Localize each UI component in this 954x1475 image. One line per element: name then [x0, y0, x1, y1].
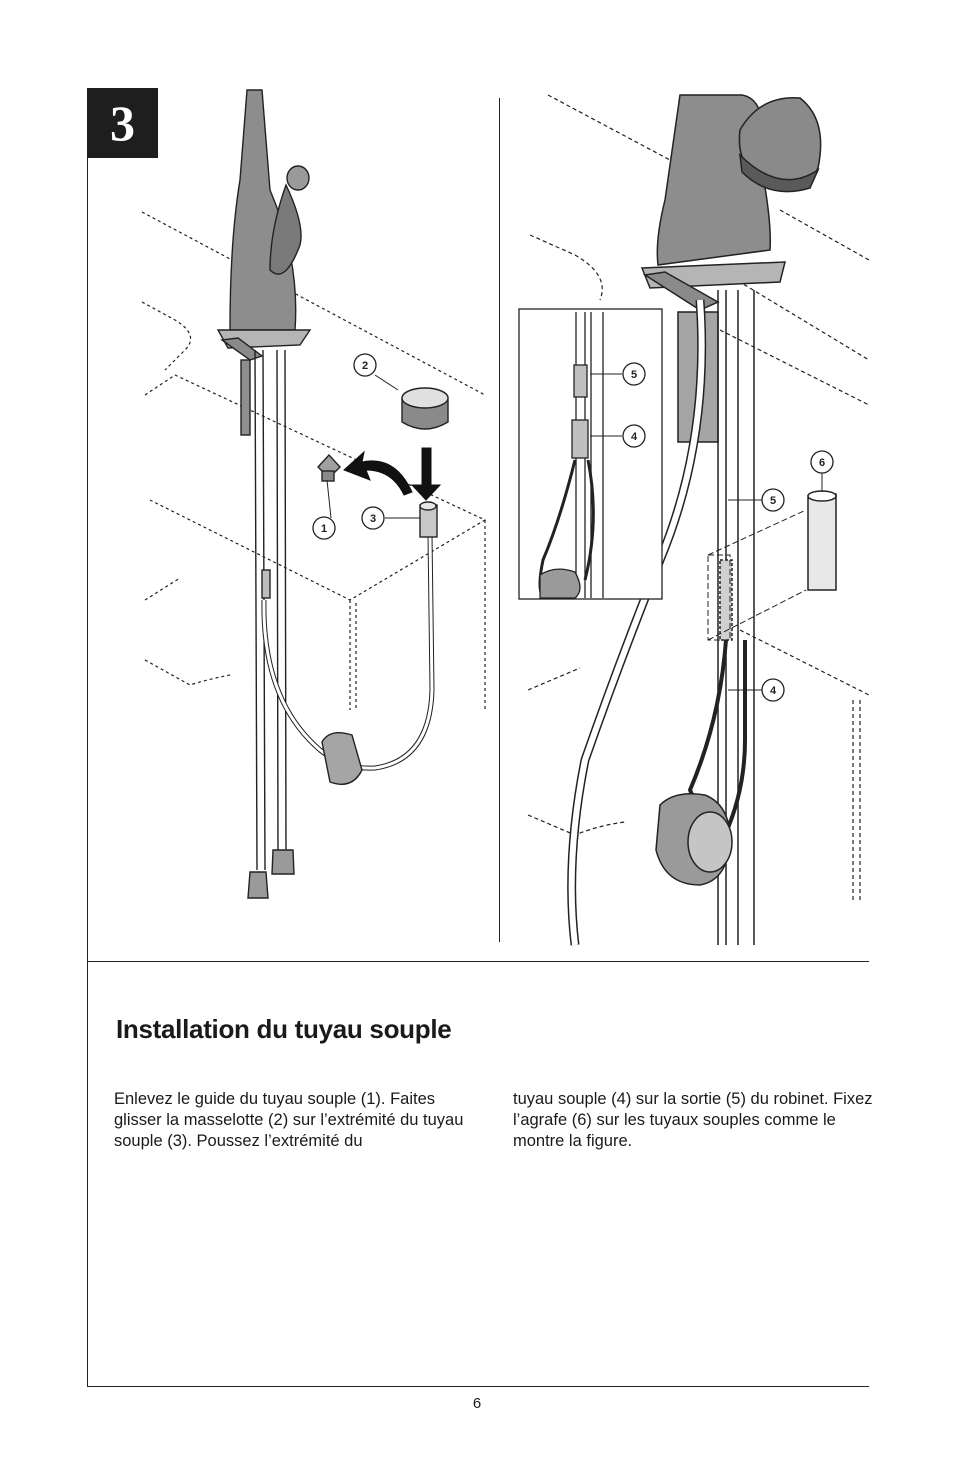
callout-5-right — [761, 488, 785, 512]
callout-3-label: 3 — [370, 513, 376, 525]
callout-4-inset — [622, 424, 646, 448]
left-countertop-lines — [141, 211, 487, 710]
callout-3 — [361, 506, 385, 530]
section-divider-rule — [87, 961, 869, 962]
page-number: 6 — [472, 1395, 482, 1412]
instructions-column-2: tuyau souple (4) sur la sortie (5) du ro… — [513, 1090, 873, 1150]
right-countertop-lines — [527, 94, 870, 900]
left-arrows — [343, 447, 442, 501]
callout-1-label: 1 — [321, 523, 327, 535]
right-clip-guide-lines — [707, 509, 807, 641]
callout-5-right-label: 5 — [770, 495, 776, 507]
callout-6 — [810, 450, 834, 474]
callout-2-left — [353, 353, 377, 377]
section-title: Installation du tuyau souple — [116, 1014, 452, 1044]
detail-inset — [518, 308, 663, 600]
callout-4-inset-label: 4 — [631, 431, 638, 443]
right-faucet — [567, 94, 837, 946]
callout-1 — [312, 516, 336, 540]
callout-2-label: 2 — [362, 360, 368, 372]
callout-4-right-label: 4 — [770, 685, 777, 697]
left-faucet — [216, 89, 449, 899]
installation-illustration: 2 1 3 — [141, 89, 870, 946]
step-number-badge: 3 — [87, 88, 158, 158]
illustration-divider — [499, 98, 500, 942]
callout-4-right — [761, 678, 785, 702]
page-frame-left-rule — [87, 88, 88, 1386]
left-callouts: 2 1 3 — [312, 353, 420, 540]
instructions-column-1: Enlevez le guide du tuyau souple (1). Fa… — [114, 1090, 464, 1150]
page-bottom-rule — [87, 1386, 869, 1387]
callout-6-label: 6 — [819, 457, 825, 469]
callout-5-inset — [622, 362, 646, 386]
right-callouts: 5 4 6 5 4 — [590, 362, 834, 702]
callout-5-inset-label: 5 — [631, 369, 637, 381]
